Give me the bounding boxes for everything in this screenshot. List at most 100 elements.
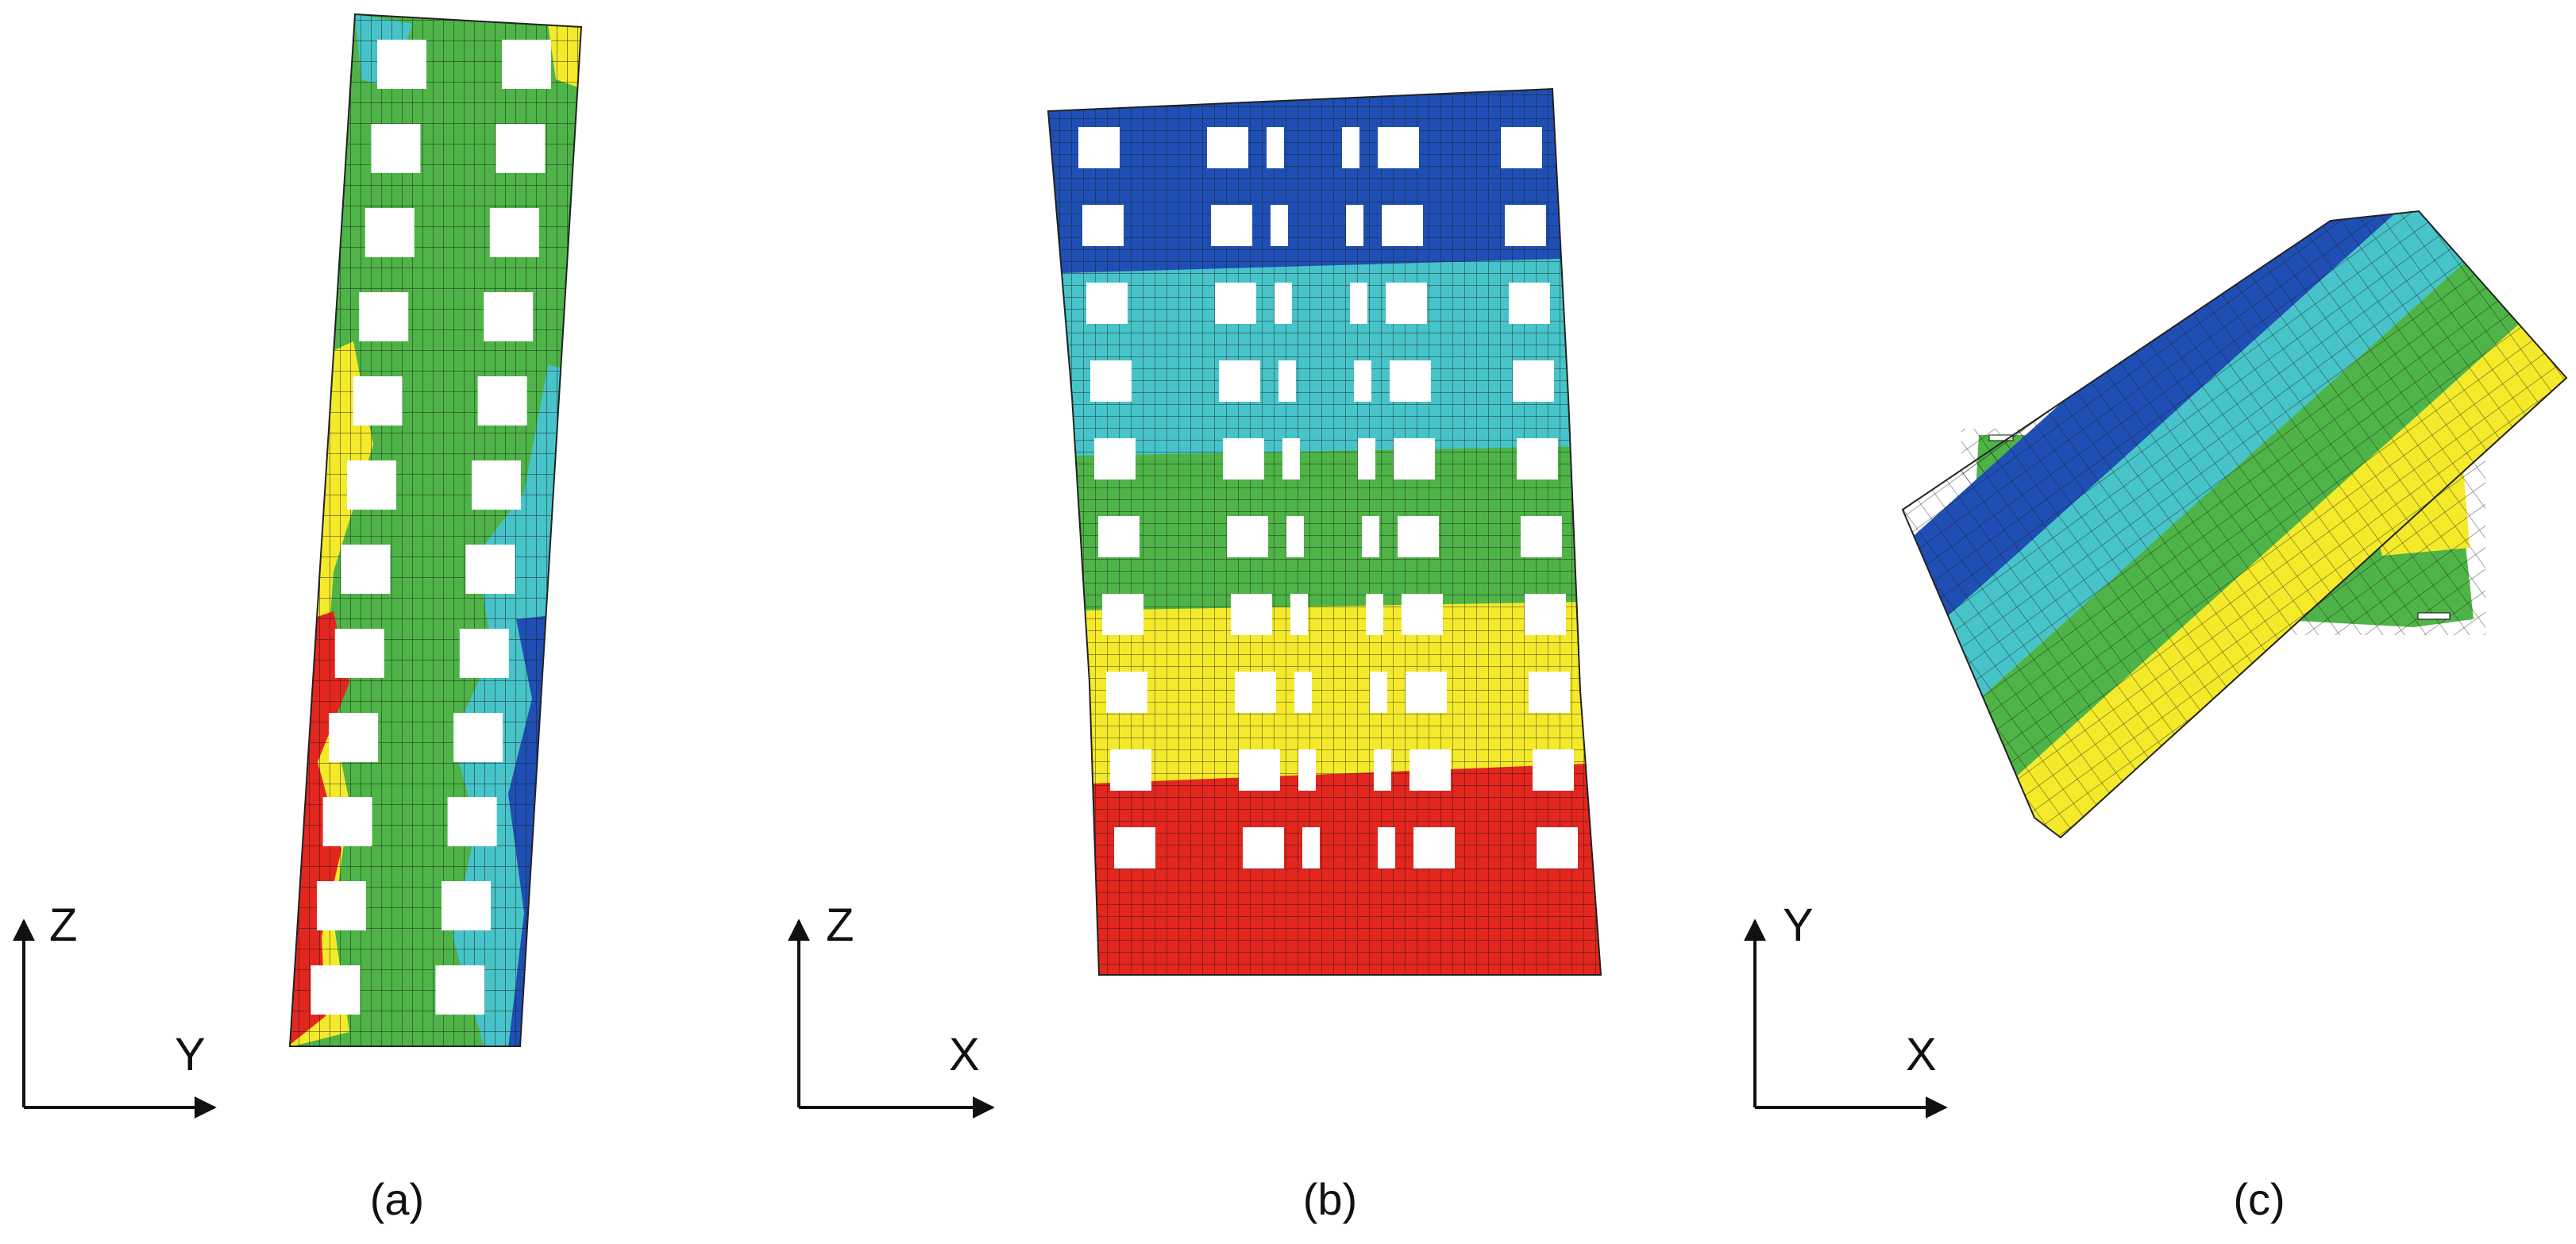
window-openings-b bbox=[1078, 127, 1578, 868]
window-opening bbox=[353, 376, 403, 426]
window-opening bbox=[322, 797, 372, 846]
window-opening bbox=[1215, 283, 1256, 324]
window-opening bbox=[317, 881, 366, 930]
window-opening bbox=[1374, 749, 1391, 791]
window-opening bbox=[477, 376, 527, 426]
window-opening bbox=[329, 713, 379, 762]
window-opening bbox=[1513, 360, 1554, 402]
window-opening bbox=[1509, 283, 1550, 324]
window-opening bbox=[1342, 127, 1359, 168]
window-opening bbox=[1239, 749, 1280, 791]
window-opening bbox=[1290, 594, 1308, 635]
window-opening bbox=[1302, 827, 1320, 868]
window-opening bbox=[1501, 127, 1542, 168]
caption-c: (c) bbox=[2233, 1174, 2285, 1224]
axis-c-horizontal-label: X bbox=[1906, 1029, 1937, 1080]
window-opening bbox=[472, 460, 521, 510]
window-opening bbox=[1358, 438, 1375, 479]
window-opening bbox=[1106, 672, 1147, 713]
window-opening bbox=[496, 124, 546, 173]
panel-b: Z X (b) bbox=[788, 87, 1602, 1224]
window-opening bbox=[1521, 516, 1562, 557]
window-opening bbox=[1282, 438, 1300, 479]
window-opening bbox=[1413, 827, 1455, 868]
window-opening bbox=[1078, 127, 1120, 168]
window-opening bbox=[1386, 283, 1427, 324]
axis-triad-c: Y X bbox=[1744, 899, 1948, 1119]
window-opening bbox=[334, 629, 384, 678]
window-opening bbox=[1517, 438, 1558, 479]
window-opening bbox=[310, 965, 361, 1015]
window-opening bbox=[1231, 594, 1272, 635]
window-opening bbox=[1350, 283, 1367, 324]
window-opening bbox=[1354, 360, 1371, 402]
window-opening bbox=[1402, 594, 1443, 635]
axis-triad-a: Z Y bbox=[12, 899, 217, 1119]
axis-a-vertical-label: Z bbox=[49, 899, 77, 951]
window-opening bbox=[1267, 127, 1284, 168]
caption-a: (a) bbox=[370, 1174, 424, 1224]
window-openings-a bbox=[310, 40, 551, 1015]
window-opening bbox=[1366, 594, 1383, 635]
window-opening bbox=[1409, 749, 1451, 791]
building-model-b bbox=[1048, 89, 1601, 975]
window-opening bbox=[1235, 672, 1276, 713]
window-opening bbox=[1394, 438, 1435, 479]
building-model-a bbox=[290, 14, 581, 1046]
window-opening bbox=[1082, 205, 1124, 246]
window-opening bbox=[1102, 594, 1143, 635]
window-opening bbox=[1294, 672, 1312, 713]
window-opening bbox=[1378, 127, 1419, 168]
axis-triad-b: Z X bbox=[788, 899, 995, 1119]
panel-c: Y X (c) bbox=[1744, 210, 2568, 1224]
window-opening bbox=[1094, 438, 1136, 479]
window-opening bbox=[341, 545, 391, 594]
window-opening bbox=[453, 713, 503, 762]
window-opening bbox=[1114, 827, 1155, 868]
axis-b-vertical-label: Z bbox=[826, 899, 854, 951]
window-opening bbox=[1086, 283, 1128, 324]
window-opening bbox=[1298, 749, 1316, 791]
window-opening bbox=[1278, 360, 1296, 402]
window-opening bbox=[459, 629, 509, 678]
window-opening bbox=[465, 545, 515, 594]
window-opening bbox=[1537, 827, 1578, 868]
window-opening bbox=[1275, 283, 1292, 324]
window-opening bbox=[1243, 827, 1284, 868]
window-opening bbox=[1362, 516, 1379, 557]
window-opening bbox=[1286, 516, 1304, 557]
window-opening bbox=[1227, 516, 1268, 557]
window-opening bbox=[1398, 516, 1439, 557]
window-opening bbox=[1382, 205, 1423, 246]
window-opening bbox=[1098, 516, 1140, 557]
window-opening bbox=[1346, 205, 1363, 246]
window-opening bbox=[1090, 360, 1132, 402]
window-opening bbox=[1406, 672, 1447, 713]
window-opening bbox=[1525, 594, 1566, 635]
window-opening bbox=[371, 124, 421, 173]
window-opening bbox=[1207, 127, 1248, 168]
caption-b: (b) bbox=[1303, 1174, 1357, 1224]
window-opening bbox=[1505, 205, 1546, 246]
window-opening bbox=[435, 965, 485, 1015]
axis-a-horizontal-label: Y bbox=[175, 1029, 206, 1080]
window-opening bbox=[1271, 205, 1288, 246]
window-opening bbox=[1533, 749, 1574, 791]
window-opening bbox=[364, 208, 415, 257]
window-opening bbox=[1211, 205, 1252, 246]
window-opening bbox=[1223, 438, 1264, 479]
window-opening bbox=[1370, 672, 1387, 713]
window-opening bbox=[447, 797, 497, 846]
window-opening bbox=[1219, 360, 1260, 402]
window-opening bbox=[377, 40, 426, 89]
axis-c-vertical-label: Y bbox=[1783, 899, 1814, 951]
window-opening bbox=[359, 292, 409, 341]
window-opening bbox=[442, 881, 491, 930]
window-opening bbox=[1390, 360, 1431, 402]
window-opening bbox=[347, 460, 396, 510]
window-opening bbox=[1378, 827, 1395, 868]
window-opening bbox=[484, 292, 534, 341]
window-opening bbox=[489, 208, 539, 257]
window-opening bbox=[502, 40, 551, 89]
